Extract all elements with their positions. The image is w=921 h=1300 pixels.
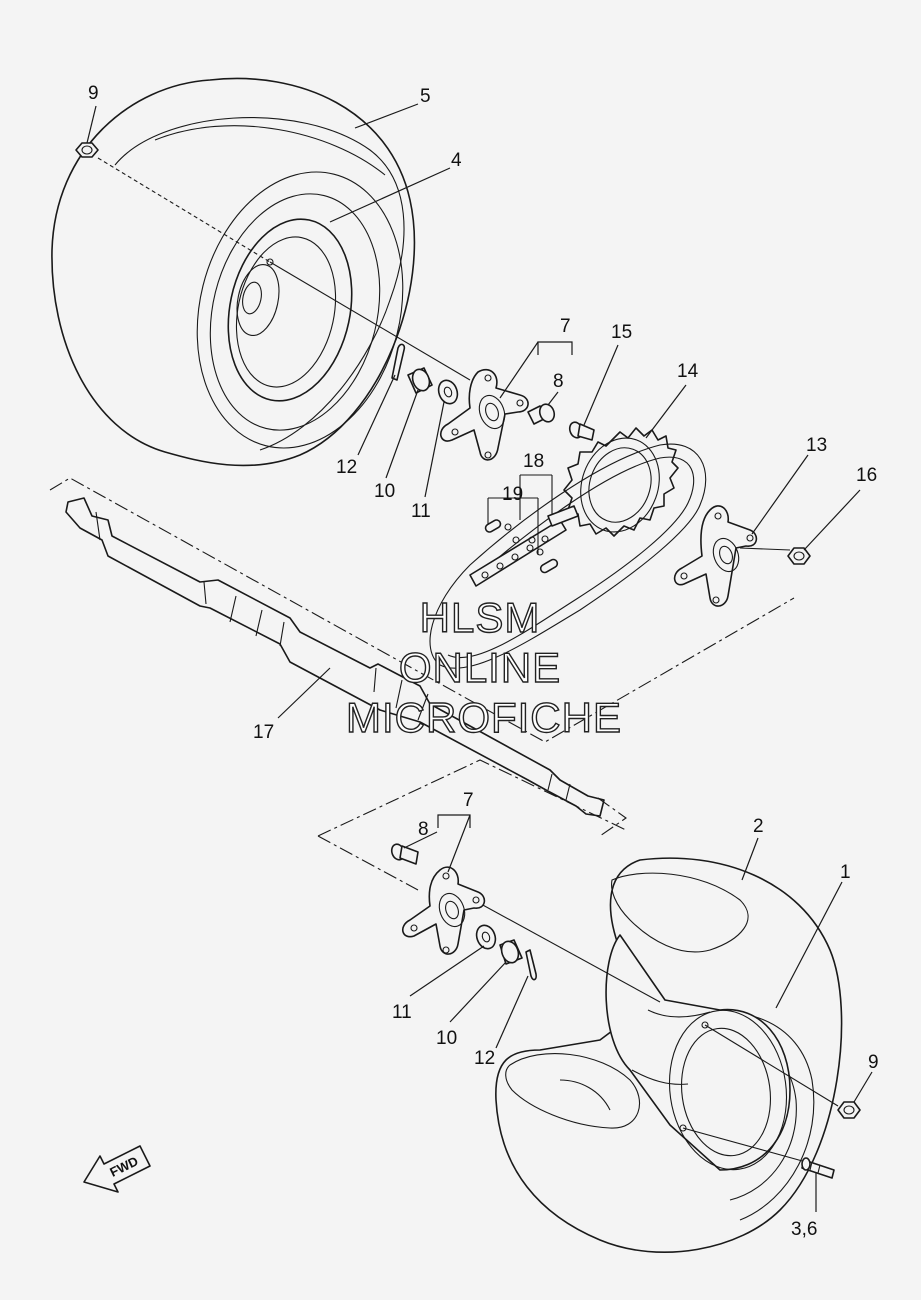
watermark-line-2: ONLINE [399, 644, 561, 691]
hub-bolt-bottom[interactable] [390, 842, 419, 865]
callout-5: 5 [420, 86, 431, 107]
callout-12-bottom: 12 [474, 1048, 495, 1069]
assembly-line-valve [682, 1127, 807, 1163]
callout-3-6: 3,6 [791, 1219, 817, 1240]
callout-4: 4 [451, 150, 462, 171]
chain-master-link-kit[interactable] [484, 474, 579, 574]
sprocket-hub[interactable] [673, 505, 758, 607]
assembly-line-hub-top [269, 261, 471, 381]
assembly-line-hub-bottom [469, 897, 661, 1003]
watermark-line-1: HLSM [420, 594, 541, 641]
callout-leaders [86, 103, 873, 1212]
callout-14: 14 [677, 361, 699, 382]
cotter-pin-top[interactable] [391, 343, 406, 381]
axle-group-frame-lower [597, 797, 627, 837]
wheel-hub-bottom[interactable] [402, 866, 486, 955]
callout-13: 13 [806, 435, 827, 456]
callout-16: 16 [856, 465, 877, 486]
callout-1: 1 [840, 862, 851, 883]
tire-valve[interactable] [801, 1157, 835, 1179]
hub-bolt-top[interactable] [527, 402, 557, 425]
castle-nut-bottom[interactable] [499, 939, 523, 965]
rear-axle[interactable] [65, 497, 605, 817]
callout-10-bottom: 10 [436, 1028, 457, 1049]
assembly-line-nut-top [97, 157, 271, 263]
watermark: HLSM ONLINE MICROFICHE [345, 593, 622, 741]
callout-10-top: 10 [374, 481, 395, 502]
wheel-hub-top[interactable] [440, 368, 529, 461]
callout-8-top: 8 [553, 371, 564, 392]
callout-15: 15 [611, 322, 632, 343]
callout-7-bottom: 7 [463, 790, 474, 811]
cotter-pin-bottom[interactable] [525, 949, 537, 981]
wheel-nut-top[interactable] [75, 142, 99, 158]
washer-top[interactable] [435, 378, 460, 407]
assembly-line-hub13 [739, 547, 791, 551]
callout-8-bottom: 8 [418, 819, 429, 840]
forward-direction-arrow: FWD [83, 1145, 151, 1193]
callout-2: 2 [753, 816, 764, 837]
callout-11-bottom: 11 [392, 1002, 412, 1023]
callout-17: 17 [253, 722, 274, 743]
sprocket-hub-nut[interactable] [787, 547, 811, 565]
callout-12-top: 12 [336, 457, 357, 478]
right-rear-wheel-rim[interactable] [605, 934, 797, 1177]
castle-nut-top[interactable] [407, 367, 433, 394]
washer-bottom[interactable] [473, 923, 498, 952]
callout-labels: 9 5 4 7 8 15 14 12 10 11 18 19 13 16 17 … [88, 83, 879, 1240]
callout-18: 18 [523, 451, 544, 472]
callout-11-top: 11 [411, 501, 431, 522]
axle-group-frame [49, 477, 795, 743]
wheel-nut-bottom[interactable] [837, 1101, 861, 1119]
assembly-line-nut-bottom [704, 1024, 839, 1107]
left-rear-wheel-rim[interactable] [212, 208, 368, 413]
callout-9-top: 9 [88, 83, 99, 104]
rear-sprocket[interactable] [563, 427, 679, 543]
callout-9-bottom: 9 [868, 1052, 879, 1073]
watermark-line-3: MICROFICHE [346, 694, 622, 741]
callout-19: 19 [502, 484, 523, 505]
hub-group-frame-bottom [317, 759, 627, 837]
sprocket-bolt[interactable] [568, 420, 595, 441]
callout-7-top: 7 [560, 316, 571, 337]
hub-group-frame-bottom-2 [317, 835, 419, 891]
